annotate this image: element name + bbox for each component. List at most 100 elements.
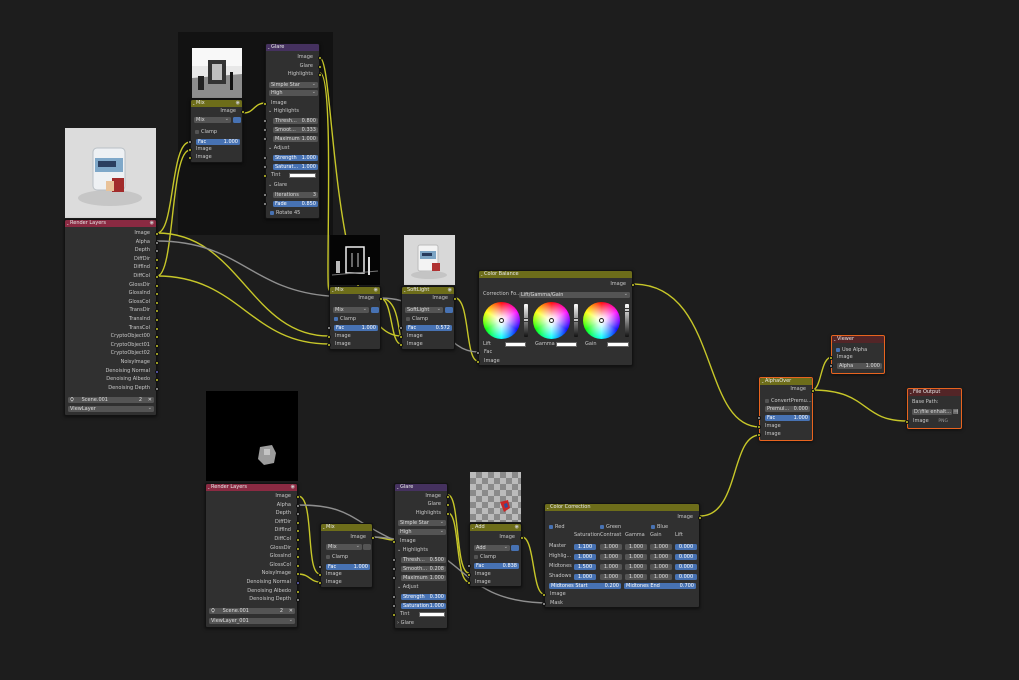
wheel-cursor[interactable] [599, 318, 604, 323]
output-socket[interactable] [379, 297, 383, 301]
tint-color-swatch[interactable] [419, 612, 445, 617]
output-socket[interactable] [296, 503, 300, 508]
node-header[interactable]: ⌄ Mix ◉ [191, 100, 242, 107]
clamp-checkbox[interactable] [334, 317, 338, 321]
input-socket[interactable] [757, 433, 761, 437]
node-header[interactable]: ⌄ AlphaOver [760, 378, 812, 385]
input-socket[interactable] [399, 343, 403, 347]
collapse-icon[interactable]: ⌄ [207, 485, 211, 490]
smoothness-field[interactable]: Smooth...0.208 [401, 566, 446, 572]
value-field[interactable]: 1.000 [650, 544, 672, 550]
output-socket[interactable] [446, 512, 450, 516]
output-socket[interactable] [296, 529, 300, 534]
fac-input-socket[interactable] [476, 351, 480, 355]
input-socket[interactable] [757, 425, 761, 429]
input-socket[interactable] [392, 595, 396, 599]
base-path-field[interactable]: D:\file enhalt... [912, 409, 952, 415]
node-header[interactable]: ⌄ Viewer [832, 336, 884, 343]
quality-dropdown[interactable]: High [398, 529, 446, 535]
node-header[interactable]: ⌄ Color Correction [545, 504, 699, 511]
highlights-panel-header[interactable]: ⌄ Highlights [397, 547, 428, 554]
collapse-icon[interactable]: ⌄ [403, 288, 407, 293]
glare-node-1[interactable]: ⌄ Glare Image Glare Highlights Simple St… [263, 43, 322, 219]
glare-node-2[interactable]: ⌄ Glare Image Glare Highlights Simple St… [392, 483, 450, 629]
folder-icon[interactable]: ▤ [953, 408, 959, 415]
output-socket[interactable] [296, 589, 300, 594]
value-field[interactable]: 0.000 [675, 564, 697, 570]
value-field[interactable]: 1.000 [625, 574, 647, 580]
input-socket[interactable] [467, 573, 471, 577]
premultiplied-field[interactable]: Premul...0.000 [765, 406, 810, 412]
input-socket[interactable] [467, 581, 471, 585]
input-socket[interactable] [263, 174, 267, 178]
output-socket[interactable] [155, 292, 159, 297]
lift-color-wheel[interactable] [483, 302, 520, 339]
gain-color-swatch[interactable] [607, 342, 629, 347]
clamp-checkbox[interactable] [195, 130, 199, 134]
file-output-node[interactable]: ⌄ File Output Base Path: D:\file enhalt.… [905, 388, 962, 429]
input-socket[interactable] [188, 148, 192, 152]
output-socket[interactable] [155, 326, 159, 331]
input-socket[interactable] [263, 156, 267, 160]
value-field[interactable]: 1.500 [574, 564, 596, 570]
use-alpha-toggle[interactable] [445, 307, 453, 313]
close-icon[interactable]: ✕ [288, 608, 293, 614]
node-header[interactable]: ⌄ Color Balance [479, 271, 632, 278]
output-socket[interactable] [155, 386, 159, 391]
output-socket[interactable] [155, 257, 159, 262]
red-checkbox[interactable] [549, 525, 553, 529]
lift-value-slider[interactable] [523, 304, 529, 337]
output-socket[interactable] [631, 283, 635, 287]
output-socket[interactable] [296, 555, 300, 560]
input-socket[interactable] [542, 602, 546, 606]
value-field[interactable]: 1.000 [625, 564, 647, 570]
wheel-cursor[interactable] [549, 318, 554, 323]
input-socket[interactable] [829, 364, 833, 368]
node-header[interactable]: ⌄ Add ◉ [470, 524, 521, 531]
input-socket[interactable] [327, 343, 331, 347]
output-socket[interactable] [155, 232, 159, 236]
node-header[interactable]: ⌄ Render Layers ◉ [206, 484, 297, 491]
input-socket[interactable] [392, 558, 396, 562]
render-layers-node-1[interactable]: ⌄ Render Layers ◉ ⛭ Scene.001 2 ✕ ViewLa… [64, 219, 159, 416]
scene-selector[interactable]: ⛭ Scene.001 2 ✕ [68, 397, 154, 403]
convert-premultiplied-checkbox[interactable] [765, 399, 769, 403]
output-socket[interactable] [241, 110, 245, 114]
value-field[interactable]: 1.000 [574, 554, 596, 560]
color-balance-node[interactable]: ⌄ Color Balance Image Correction Fo... L… [476, 270, 635, 366]
output-socket[interactable] [698, 516, 702, 520]
collapse-icon[interactable]: ⌄ [471, 525, 475, 530]
input-socket[interactable] [263, 193, 267, 197]
output-socket[interactable] [155, 266, 159, 271]
glare-panel-header[interactable]: ⌄ Glare [268, 182, 287, 189]
green-checkbox[interactable] [600, 525, 604, 529]
output-socket[interactable] [296, 546, 300, 551]
fac-input-socket[interactable] [327, 326, 331, 330]
input-socket[interactable] [392, 604, 396, 608]
color-correction-node[interactable]: ⌄ Color Correction Image Red Green Blue … [542, 503, 702, 608]
blend-type-dropdown[interactable]: SoftLight [405, 307, 443, 313]
collapse-icon[interactable]: ⌄ [546, 505, 550, 510]
collapse-icon[interactable]: ⌄ [396, 485, 400, 490]
input-socket[interactable] [905, 420, 909, 424]
input-socket[interactable] [188, 156, 192, 160]
highlights-panel-header[interactable]: ⌄ Highlights [268, 108, 299, 115]
collapse-icon[interactable]: ⌄ [322, 525, 326, 530]
input-socket[interactable] [392, 576, 396, 580]
clamp-checkbox[interactable] [474, 555, 478, 559]
input-socket[interactable] [318, 573, 322, 577]
preview-toggle-icon[interactable]: ◉ [373, 287, 378, 293]
input-socket[interactable] [327, 335, 331, 339]
